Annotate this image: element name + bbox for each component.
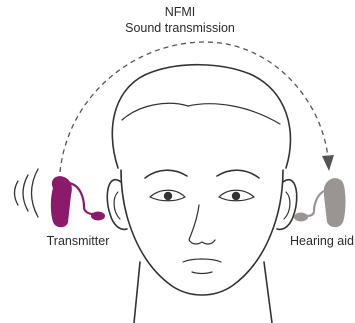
mouth-lower <box>192 272 212 274</box>
neck-right <box>264 262 272 323</box>
transmitter-device <box>51 176 105 227</box>
mouth-upper <box>183 259 221 262</box>
transmitter-dome <box>91 212 105 221</box>
sound-waves-icon <box>15 169 39 217</box>
arrow-head-icon <box>322 155 334 171</box>
left-eyebrow <box>145 170 187 178</box>
left-eye <box>150 190 185 201</box>
hearing-aid-dome <box>294 213 308 222</box>
face-outline <box>121 170 283 295</box>
hearing-aid-wire <box>306 190 326 216</box>
hearing-aid-device <box>294 178 346 227</box>
right-eye <box>219 190 254 201</box>
hearing-aid-body <box>324 178 346 227</box>
left-ear-inner <box>114 192 120 219</box>
nose <box>189 205 215 244</box>
right-ear-inner <box>284 192 290 219</box>
title-sound-transmission: Sound transmission <box>125 21 235 35</box>
label-hearing-aid: Hearing aid <box>290 234 354 248</box>
dashed-arrow-icon <box>60 42 328 172</box>
neck-left <box>134 262 140 323</box>
title-nfmi: NFMI <box>165 5 196 19</box>
hairline-left <box>122 103 188 120</box>
right-eyebrow <box>217 170 259 178</box>
label-transmitter: Transmitter <box>47 234 110 248</box>
transmission-arrow <box>60 42 334 172</box>
head-illustration <box>107 65 296 323</box>
hairline-right <box>188 104 280 124</box>
hair-outline <box>112 65 290 168</box>
